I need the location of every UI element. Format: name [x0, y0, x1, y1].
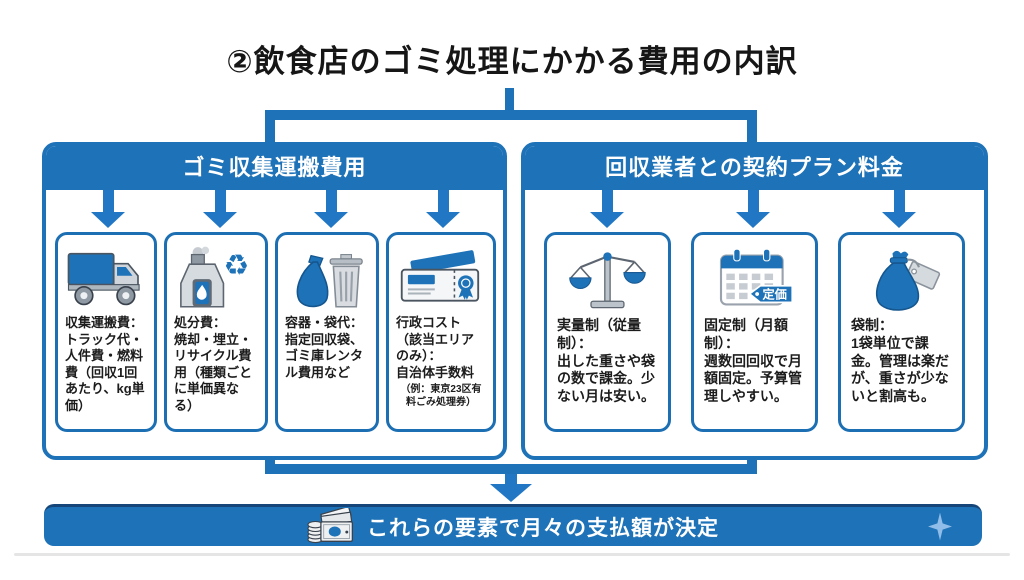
- card-note: （例：東京23区有料ごみ処理券）: [400, 384, 482, 408]
- sparkle-icon: [928, 512, 952, 541]
- down-arrow-icon: [882, 190, 916, 228]
- page-title: ②飲食店のゴミ処理にかかる費用の内訳: [226, 44, 798, 79]
- connector-top-drop-left: [265, 110, 275, 146]
- footer-text: これらの要素で月々の支払額が決定: [367, 516, 719, 540]
- card-text: 容器・袋代： 指定回収袋、ゴミ庫レンタル費用など: [285, 315, 364, 380]
- card-container-bag-fee: 容器・袋代： 指定回収袋、ゴミ庫レンタル費用など: [275, 232, 379, 432]
- garbage-bag-trashcan-icon: [285, 241, 369, 315]
- card-text: 収集運搬費： トラック代・人件費・燃料費（回収1回あたり、kg単価）: [65, 315, 145, 413]
- connector-top-drop-right: [747, 110, 757, 146]
- ticket-icon: [396, 241, 486, 315]
- big-down-arrow-icon: [490, 484, 532, 502]
- card-text: 行政コスト（該当エリアのみ）： 自治体手数料: [396, 315, 475, 380]
- down-arrow-icon: [736, 190, 770, 228]
- truck-icon: [65, 241, 147, 315]
- connector-bottom-stem: [505, 474, 517, 486]
- group-header-right: 回収業者との契約プラン料金: [525, 146, 984, 190]
- bag-price-tag-icon: [851, 243, 952, 317]
- card-text: 処分費： 焼却・埋立・リサイクル費用（種類ごとに単価異なる）: [174, 315, 253, 413]
- card-measured-plan: 実量制（従量制）： 出した重さや袋の数で課金。少ない月は安い。: [544, 232, 671, 432]
- bottom-shadow-line: [14, 553, 1010, 556]
- card-text: 袋制： 1袋単位で課金。管理は楽だが、重さが少ないと割高も。: [851, 317, 949, 405]
- connector-bottom-drop-right: [747, 456, 757, 470]
- card-admin-cost: 行政コスト（該当エリアのみ）： 自治体手数料 （例：東京23区有料ごみ処理券）: [386, 232, 496, 432]
- connector-bottom-hbar: [265, 464, 757, 474]
- cards-row-left: 収集運搬費： トラック代・人件費・燃料費（回収1回あたり、kg単価） ♻: [55, 232, 496, 432]
- fixed-price-tag-label: 定価: [762, 287, 786, 302]
- group-collection-transport: ゴミ収集運搬費用 収集運搬費: [42, 142, 507, 460]
- connector-bottom-drop-left: [265, 456, 275, 470]
- card-collection-fee: 収集運搬費： トラック代・人件費・燃料費（回収1回あたり、kg単価）: [55, 232, 157, 432]
- connector-top-stem: [505, 88, 514, 114]
- down-arrow-icon: [314, 190, 348, 228]
- card-per-bag-plan: 袋制： 1袋単位で課金。管理は楽だが、重さが少ないと割高も。: [838, 232, 965, 432]
- card-disposal-fee: ♻ 処分費： 焼却・埋立・リサイクル費用（種類ごとに単価異なる）: [164, 232, 268, 432]
- card-text: 実量制（従量制）： 出した重さや袋の数で課金。少ない月は安い。: [557, 317, 655, 405]
- down-arrow-icon: [426, 190, 460, 228]
- footer-bar: これらの要素で月々の支払額が決定: [44, 504, 982, 546]
- card-text: 固定制（月額制）： 週数回回収で月額固定。予算管理しやすい。: [704, 317, 802, 405]
- down-arrow-icon: [91, 190, 125, 228]
- svg-text:♻: ♻: [223, 250, 249, 282]
- calendar-fixed-price-icon: 定価: [704, 243, 805, 317]
- cards-row-right: 実量制（従量制）： 出した重さや袋の数で課金。少ない月は安い。: [534, 232, 975, 432]
- incinerator-recycle-icon: ♻: [174, 241, 258, 315]
- connector-top-hbar: [265, 110, 757, 120]
- down-arrow-icon: [203, 190, 237, 228]
- balance-scale-icon: [557, 243, 658, 317]
- group-contract-plan: 回収業者との契約プラン料金 実量制（従: [521, 142, 988, 460]
- card-fixed-plan: 定価 固定制（月額制）： 週数回回収で月額固定。予算管理しやすい。: [691, 232, 818, 432]
- down-arrow-icon: [590, 190, 624, 228]
- group-header-left: ゴミ収集運搬費用: [46, 146, 503, 190]
- money-icon: [307, 508, 357, 545]
